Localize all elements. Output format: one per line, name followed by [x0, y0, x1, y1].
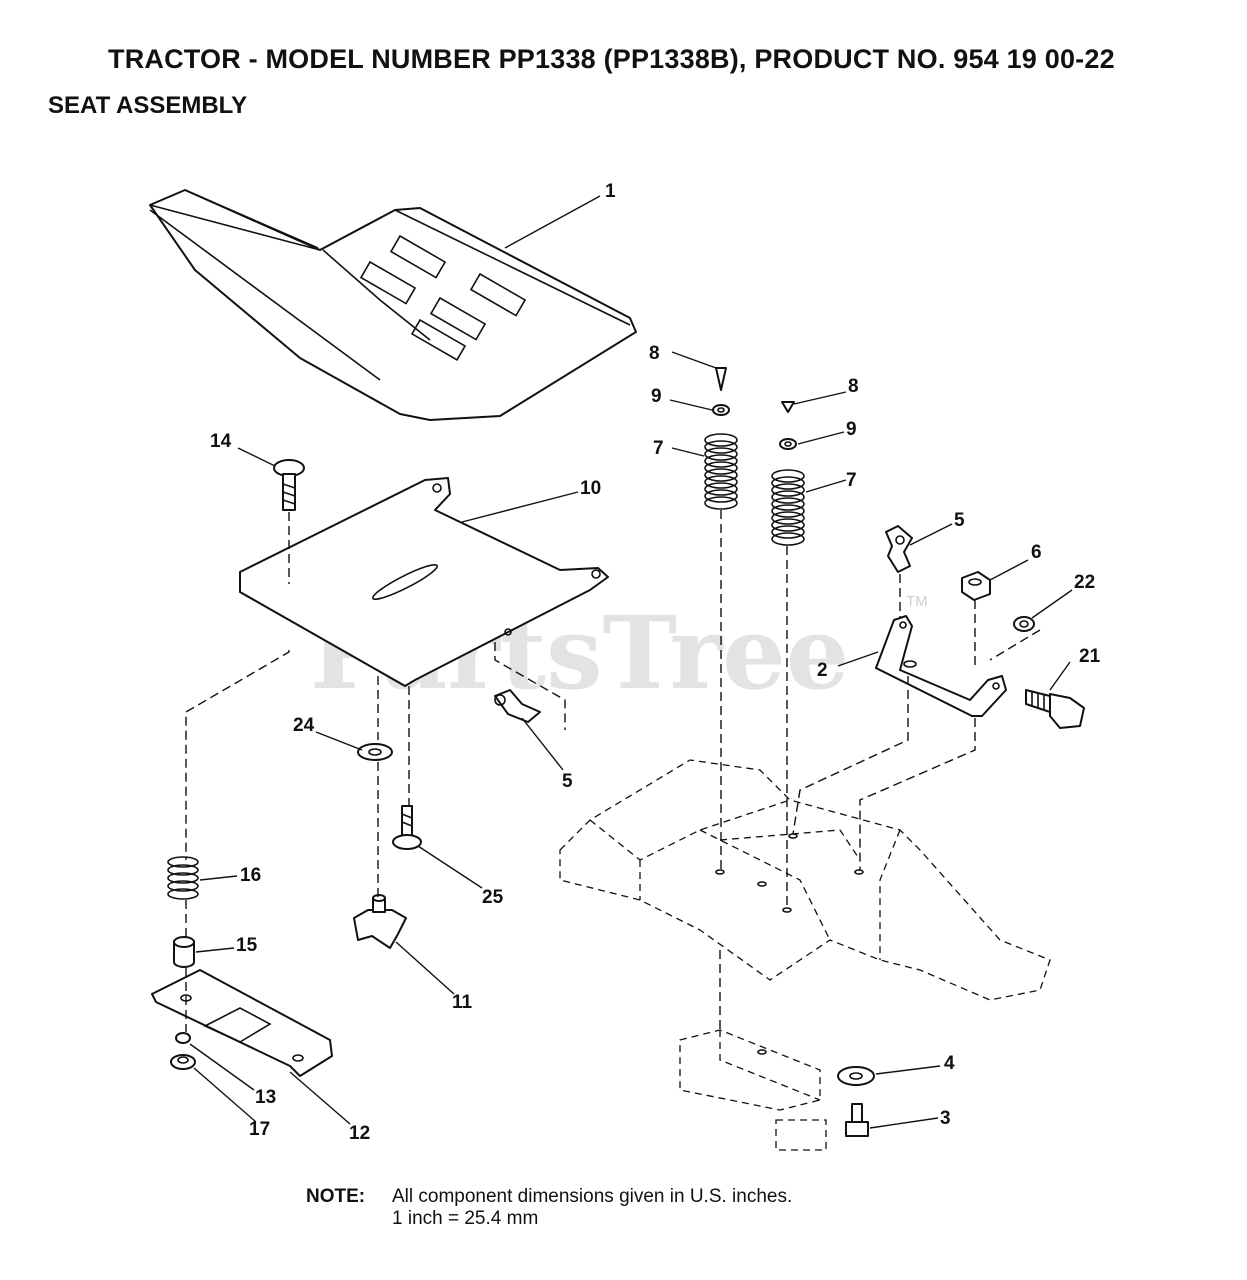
callout-7-left: 7	[653, 438, 664, 459]
flange-nut-part-17[interactable]	[170, 1054, 196, 1070]
callout-21: 21	[1079, 646, 1101, 667]
callout-5-lower: 5	[562, 771, 573, 792]
callout-1: 1	[605, 181, 616, 202]
callout-8-right: 8	[848, 376, 859, 397]
callout-16: 16	[240, 865, 261, 886]
tractor-frame-reference	[559, 759, 1051, 1151]
slide-rail-part-12[interactable]	[151, 969, 333, 1077]
shoulder-bolt-part-21[interactable]	[1025, 689, 1085, 729]
seat-pan-part-10[interactable]	[239, 477, 609, 687]
washer-part-24[interactable]	[357, 743, 393, 761]
bolt-part-3[interactable]	[845, 1103, 869, 1137]
callout-22: 22	[1074, 572, 1095, 593]
callout-13: 13	[255, 1087, 276, 1108]
callout-8-left: 8	[649, 343, 660, 364]
callout-11: 11	[452, 992, 473, 1013]
callout-10: 10	[580, 478, 601, 499]
callout-9-left: 9	[651, 386, 662, 407]
callout-2: 2	[817, 660, 828, 681]
seat-part-1[interactable]	[149, 189, 637, 421]
callout-17: 17	[249, 1119, 270, 1140]
washer-part-9-right[interactable]	[779, 438, 797, 450]
callout-7-right: 7	[846, 470, 857, 491]
section-subtitle: SEAT ASSEMBLY	[48, 92, 248, 119]
page-title: TRACTOR - MODEL NUMBER PP1338 (PP1338B),…	[108, 44, 1115, 74]
callout-labels: 1 10 14 8 8 9 9 7 7 5 6 22 21 2 5 24 25 …	[210, 181, 1101, 1144]
carriage-bolt-part-14[interactable]	[273, 459, 305, 511]
knob-part-11[interactable]	[353, 894, 407, 949]
callout-leaders	[189, 195, 1073, 1129]
washer-part-9-left[interactable]	[712, 404, 730, 416]
assembly-lines	[185, 510, 1041, 1032]
spring-part-7-left[interactable]	[704, 433, 738, 510]
watermark-tm: TM	[906, 593, 928, 610]
bracket-part-2[interactable]	[875, 615, 1007, 717]
clip-part-5-upper[interactable]	[885, 525, 913, 573]
washer-part-4[interactable]	[837, 1066, 875, 1086]
callout-12: 12	[349, 1123, 370, 1144]
callout-5-upper: 5	[954, 510, 965, 531]
pin-part-8-right[interactable]	[781, 401, 795, 413]
callout-25: 25	[482, 887, 504, 908]
note-line-1: All component dimensions given in U.S. i…	[392, 1186, 793, 1207]
pin-part-8-left[interactable]	[715, 367, 727, 391]
callout-6: 6	[1031, 542, 1042, 563]
callout-15: 15	[236, 935, 258, 956]
lock-nut-part-6[interactable]	[961, 571, 991, 601]
callout-3: 3	[940, 1108, 951, 1129]
callout-24: 24	[293, 715, 315, 736]
note-line-2: 1 inch = 25.4 mm	[392, 1208, 539, 1229]
spring-part-7-right[interactable]	[771, 469, 805, 546]
washer-part-22[interactable]	[1013, 616, 1035, 632]
callout-4: 4	[944, 1053, 955, 1074]
note-label: NOTE:	[306, 1186, 366, 1207]
shoulder-bolt-part-25[interactable]	[392, 805, 422, 850]
callout-14: 14	[210, 431, 232, 452]
clip-part-5-lower[interactable]	[494, 689, 541, 723]
spacer-part-15[interactable]	[173, 936, 195, 968]
nut-part-13[interactable]	[175, 1032, 191, 1044]
spring-part-16[interactable]	[167, 856, 199, 900]
callout-9-right: 9	[846, 419, 857, 440]
dimension-note: NOTE: All component dimensions given in U…	[306, 1186, 792, 1230]
